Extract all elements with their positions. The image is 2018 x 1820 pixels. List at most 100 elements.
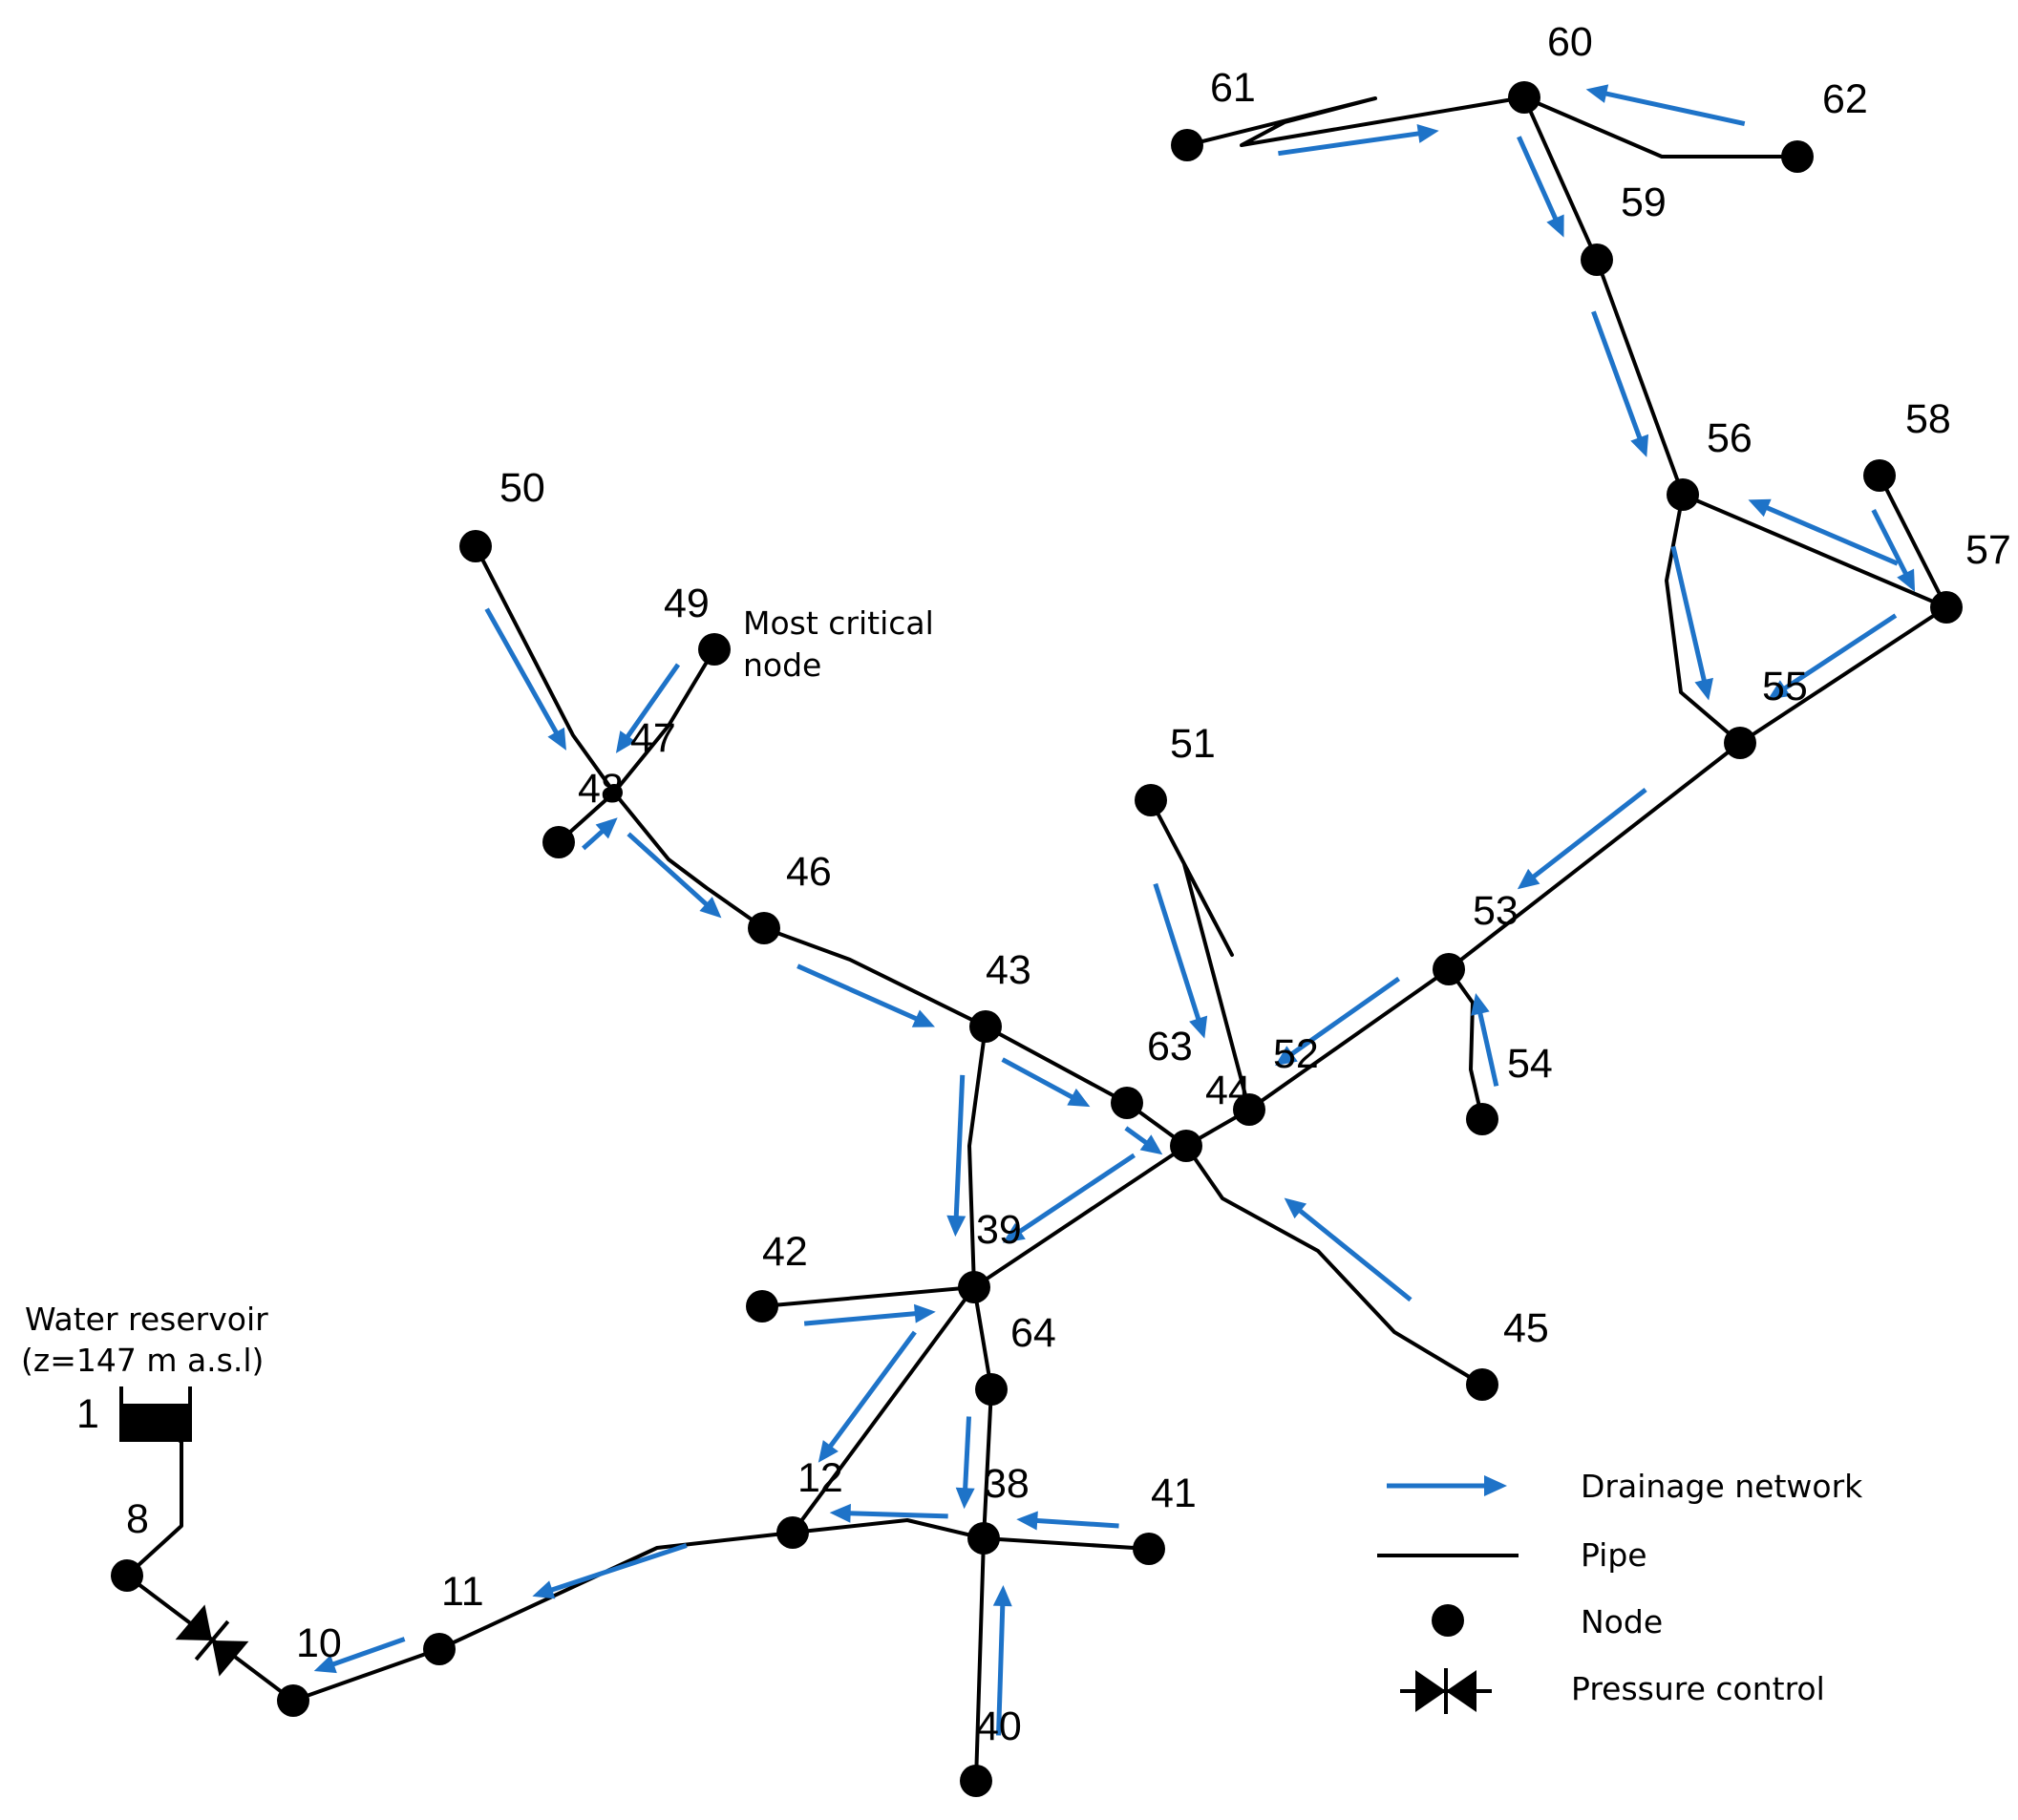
pipe-12-38 [791,1518,986,1540]
node-label-45: 45 [1503,1305,1549,1351]
pipe-12-39 [791,1285,976,1534]
pipe-59-60 [1522,95,1599,262]
node-61-dot [1171,129,1203,161]
flow-arrow-56-to-55 [1670,545,1713,701]
pipe-53-54 [1447,967,1484,1121]
flow-arrow-40-to-38 [992,1584,1012,1736]
node-54-dot [1466,1103,1498,1135]
node-51-dot [1135,784,1167,816]
legend: Drainage network Pipe Node Pressure cont… [1377,1468,1863,1714]
node-40-dot [960,1765,992,1797]
node-label-51: 51 [1170,721,1216,767]
node-label-50: 50 [499,465,545,511]
node-45-dot [1466,1368,1498,1401]
pipe-53-55 [1447,741,1742,971]
node-label-62: 62 [1822,76,1868,122]
flow-arrow-39-to-12 [818,1330,917,1463]
flow-arrow-64-to-38 [955,1416,975,1510]
flow-arrow-60-to-59 [1517,136,1564,238]
node-label-54: 54 [1507,1041,1553,1087]
flow-arrow-58-to-57 [1871,509,1916,592]
reservoir-title: Water reservoir [25,1301,268,1338]
pipe-56-57 [1681,493,1948,609]
flow-arrow-62-to-60 [1585,84,1746,126]
node-8-dot [111,1559,143,1592]
legend-node-label: Node [1581,1603,1663,1640]
node-label-47: 47 [630,715,676,761]
node-label-63: 63 [1147,1024,1193,1069]
node-12-dot [776,1516,809,1549]
flow-arrows-layer [313,84,1916,1736]
node-label-11: 11 [441,1569,484,1615]
flow-arrow-43-to-39 [946,1074,967,1238]
node-47-dot [605,784,623,801]
node-label-56: 56 [1707,415,1752,461]
reservoir-elevation: (z=147 m a.s.l) [21,1342,264,1379]
node-56-dot [1667,478,1699,511]
pipe-57-58 [1878,474,1948,609]
node-59-dot [1581,243,1613,276]
flow-arrow-48-to-47 [582,817,618,851]
pipe-60-62 [1522,95,1799,159]
pipe-52-51 [1149,798,1251,1111]
node-64-dot [975,1373,1008,1406]
node-label-53: 53 [1473,888,1519,934]
flow-arrow-59-to-56 [1591,310,1649,457]
flow-arrow-42-to-39 [803,1303,936,1326]
pipe-52-53 [1247,967,1451,1111]
pipe-55-56 [1665,493,1742,745]
node-49-dot [698,633,731,666]
node-48-dot [542,826,575,858]
water-reservoir-icon [119,1386,192,1442]
node-label-12: 12 [797,1455,843,1501]
node-39-dot [958,1271,990,1303]
node-41-dot [1133,1533,1165,1565]
node-63-dot [1111,1087,1143,1119]
flow-arrow-57-to-56 [1748,498,1899,566]
pipe-39-44 [972,1144,1188,1289]
pipe-11-12 [437,1531,795,1651]
node-57-dot [1930,591,1963,624]
node-label-59: 59 [1621,180,1667,225]
pipe-47-50 [474,544,616,794]
node-50-dot [459,530,492,562]
critical-node-note-line2: node [743,646,821,684]
node-label-64: 64 [1010,1310,1056,1356]
pipe-55-57 [1738,605,1948,745]
node-label-61: 61 [1210,65,1256,111]
node-label-57: 57 [1965,527,2011,573]
node-42-dot [746,1290,778,1323]
legend-node-icon [1432,1604,1464,1637]
pipe-60-61 [1185,95,1526,147]
critical-node-note-line1: Most critical [743,604,934,642]
node-label-55: 55 [1762,664,1808,709]
flow-arrow-50-to-47 [484,607,566,751]
node-label-39: 39 [976,1207,1022,1253]
flow-arrow-47-to-46 [627,832,722,919]
node-label-10: 10 [296,1620,342,1666]
flow-arrow-41-to-38 [1016,1511,1119,1531]
pipe-38-41 [982,1536,1151,1551]
node-43-dot [969,1010,1002,1043]
node-label-41: 41 [1151,1471,1197,1516]
flow-arrow-44-to-39 [1002,1153,1136,1243]
node-58-dot [1863,459,1896,492]
flow-arrow-63-to-44 [1124,1126,1163,1155]
pipe-39-42 [760,1285,976,1308]
node-10-dot [277,1684,309,1717]
node-label-52: 52 [1273,1031,1319,1077]
flow-arrow-54-to-53 [1471,993,1499,1087]
node-label-42: 42 [762,1229,808,1275]
node-label-40: 40 [976,1704,1022,1749]
node-label-43: 43 [986,947,1031,993]
flow-arrow-57-to-55 [1767,613,1898,700]
node-label-48: 48 [578,766,624,812]
pressure-control-valve-icon [175,1604,249,1677]
node-label-44: 44 [1205,1068,1251,1113]
node-label-1: 1 [76,1391,99,1437]
flow-arrow-46-to-43 [797,963,935,1027]
legend-pressure-control-icon [1400,1668,1492,1714]
flow-arrow-12-to-11 [532,1543,688,1599]
